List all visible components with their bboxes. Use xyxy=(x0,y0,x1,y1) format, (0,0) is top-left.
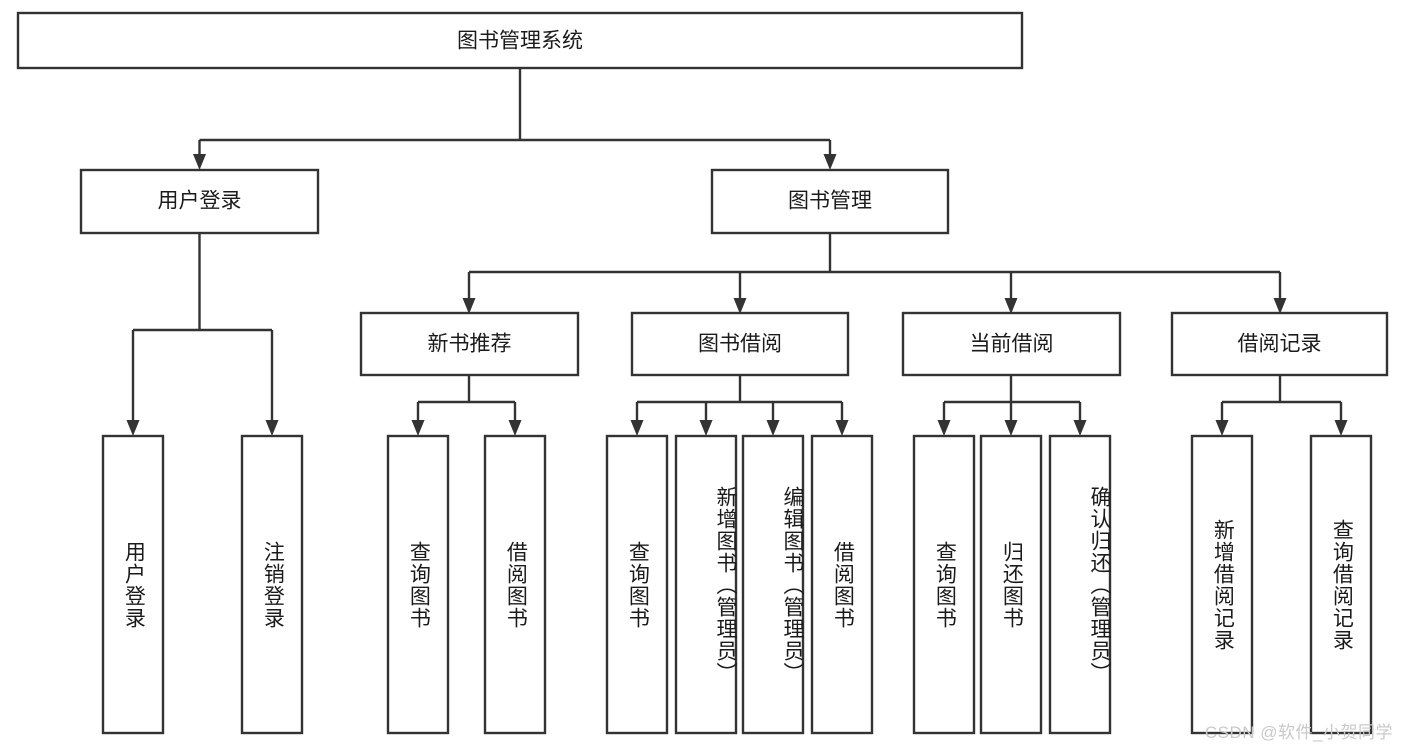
arrow-borrow-to-leaf-2 xyxy=(699,420,713,436)
node-box-leaf-return-books[interactable] xyxy=(979,434,1043,735)
node-box-leaf-query-books-1[interactable] xyxy=(386,434,450,735)
node-box-book-borrow[interactable] xyxy=(630,311,850,377)
node-label-user-login: 用户登录 xyxy=(158,190,242,213)
node-box-leaf-edit-book-admin[interactable] xyxy=(741,434,805,735)
arrow-user-login-to-leaf-1 xyxy=(126,420,140,436)
node-label-borrow-records: 借阅记录 xyxy=(1238,333,1322,356)
arrow-borrow-to-leaf-3 xyxy=(766,420,780,436)
arrow-records-to-leaf-1 xyxy=(1215,420,1229,436)
node-label-root: 图书管理系统 xyxy=(457,30,583,53)
arrow-borrow-to-leaf-4 xyxy=(835,420,849,436)
arrow-records-to-leaf-2 xyxy=(1334,420,1348,436)
arrow-new-books-to-leaf-1 xyxy=(411,420,425,436)
arrow-root-to-book-mgmt xyxy=(823,154,837,170)
arrow-book-mgmt-to-new-books xyxy=(462,298,476,314)
arrow-new-books-to-leaf-2 xyxy=(508,420,522,436)
node-label-book-borrow: 图书借阅 xyxy=(698,333,782,356)
arrow-root-to-user-login xyxy=(193,154,206,170)
node-box-root[interactable] xyxy=(16,11,1024,70)
node-box-leaf-user-login[interactable] xyxy=(101,434,165,735)
node-box-leaf-borrow-books-2[interactable] xyxy=(810,434,874,735)
arrow-current-to-leaf-3 xyxy=(1073,420,1087,436)
node-box-user-login[interactable] xyxy=(79,168,320,235)
node-box-leaf-query-books-2[interactable] xyxy=(605,434,669,735)
arrow-current-to-leaf-1 xyxy=(937,420,951,436)
arrow-borrow-to-leaf-1 xyxy=(630,420,644,436)
arrow-book-mgmt-to-current xyxy=(1004,298,1018,314)
node-label-book-management: 图书管理 xyxy=(788,190,872,213)
node-box-leaf-logout[interactable] xyxy=(240,434,304,735)
node-box-leaf-confirm-return-admin[interactable] xyxy=(1048,434,1112,735)
node-box-borrow-records[interactable] xyxy=(1170,311,1389,377)
node-box-leaf-query-borrow-record[interactable] xyxy=(1309,434,1373,735)
node-label-current-borrow: 当前借阅 xyxy=(970,333,1054,356)
arrow-user-login-to-leaf-2 xyxy=(265,420,279,436)
arrow-book-mgmt-to-borrow xyxy=(733,298,747,314)
node-box-new-book-recommend[interactable] xyxy=(359,311,580,377)
node-box-leaf-add-book-admin[interactable] xyxy=(674,434,738,735)
arrow-current-to-leaf-2 xyxy=(1004,420,1018,436)
arrow-book-mgmt-to-records xyxy=(1273,298,1287,314)
node-label-new-book-recommend: 新书推荐 xyxy=(428,333,512,356)
csdn-watermark: CSDN @软件_小贺同学 xyxy=(1204,723,1393,742)
node-box-leaf-query-books-3[interactable] xyxy=(912,434,976,735)
node-box-current-borrow[interactable] xyxy=(901,311,1122,377)
node-box-leaf-add-borrow-record[interactable] xyxy=(1190,434,1254,735)
node-box-leaf-borrow-books-1[interactable] xyxy=(483,434,547,735)
node-box-book-management[interactable] xyxy=(710,168,950,235)
